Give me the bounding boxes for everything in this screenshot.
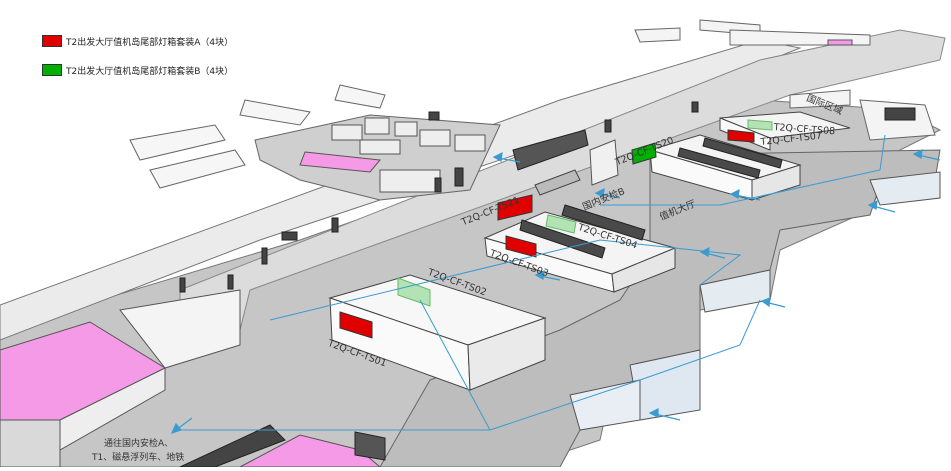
glass-wall-lower (569, 379, 641, 431)
panel-b-ts20 (631, 142, 657, 165)
legend-item-b: T2出发大厅值机岛尾部灯箱套装B（4块） (42, 63, 233, 77)
bottom-dark-block-2 (354, 431, 386, 461)
panel-a-ts01 (339, 311, 373, 339)
upper-left-boxes (331, 117, 486, 193)
panel-a-ts08 (727, 129, 755, 143)
flow-route-lines (180, 134, 886, 431)
left-white-block (119, 289, 241, 369)
left-building-wall (0, 419, 61, 468)
glass-wall-right (869, 171, 941, 206)
security-b-structures (512, 129, 619, 196)
upper-left-wings (129, 84, 386, 189)
legend-item-a: T2出发大厅值机岛尾部灯箱套装A（4块） (42, 34, 233, 48)
top-right-structures (634, 19, 936, 141)
column-markers (179, 101, 916, 293)
legend-swatch-a (42, 35, 62, 47)
panel-a-ts03 (505, 235, 537, 258)
legend: T2出发大厅值机岛尾部灯箱套装A（4块） T2出发大厅值机岛尾部灯箱套装B（4块… (42, 34, 233, 92)
top-right-pink-strip (827, 39, 853, 46)
legend-label-b: T2出发大厅值机岛尾部灯箱套装B（4块） (66, 66, 234, 77)
exit-note-line1: 通往国内安检A、 (104, 439, 174, 449)
exit-note-line2: T1、磁悬浮列车、地铁 (92, 453, 185, 463)
checkin-island-ts07-08 (648, 111, 851, 201)
upper-left-pink (299, 151, 381, 173)
legend-label-a: T2出发大厅值机岛尾部灯箱套装A（4块） (66, 37, 234, 48)
flow-arrows (170, 148, 941, 434)
legend-swatch-b (42, 64, 62, 76)
panel-a-ts21 (497, 194, 533, 221)
left-building-side (59, 367, 166, 451)
